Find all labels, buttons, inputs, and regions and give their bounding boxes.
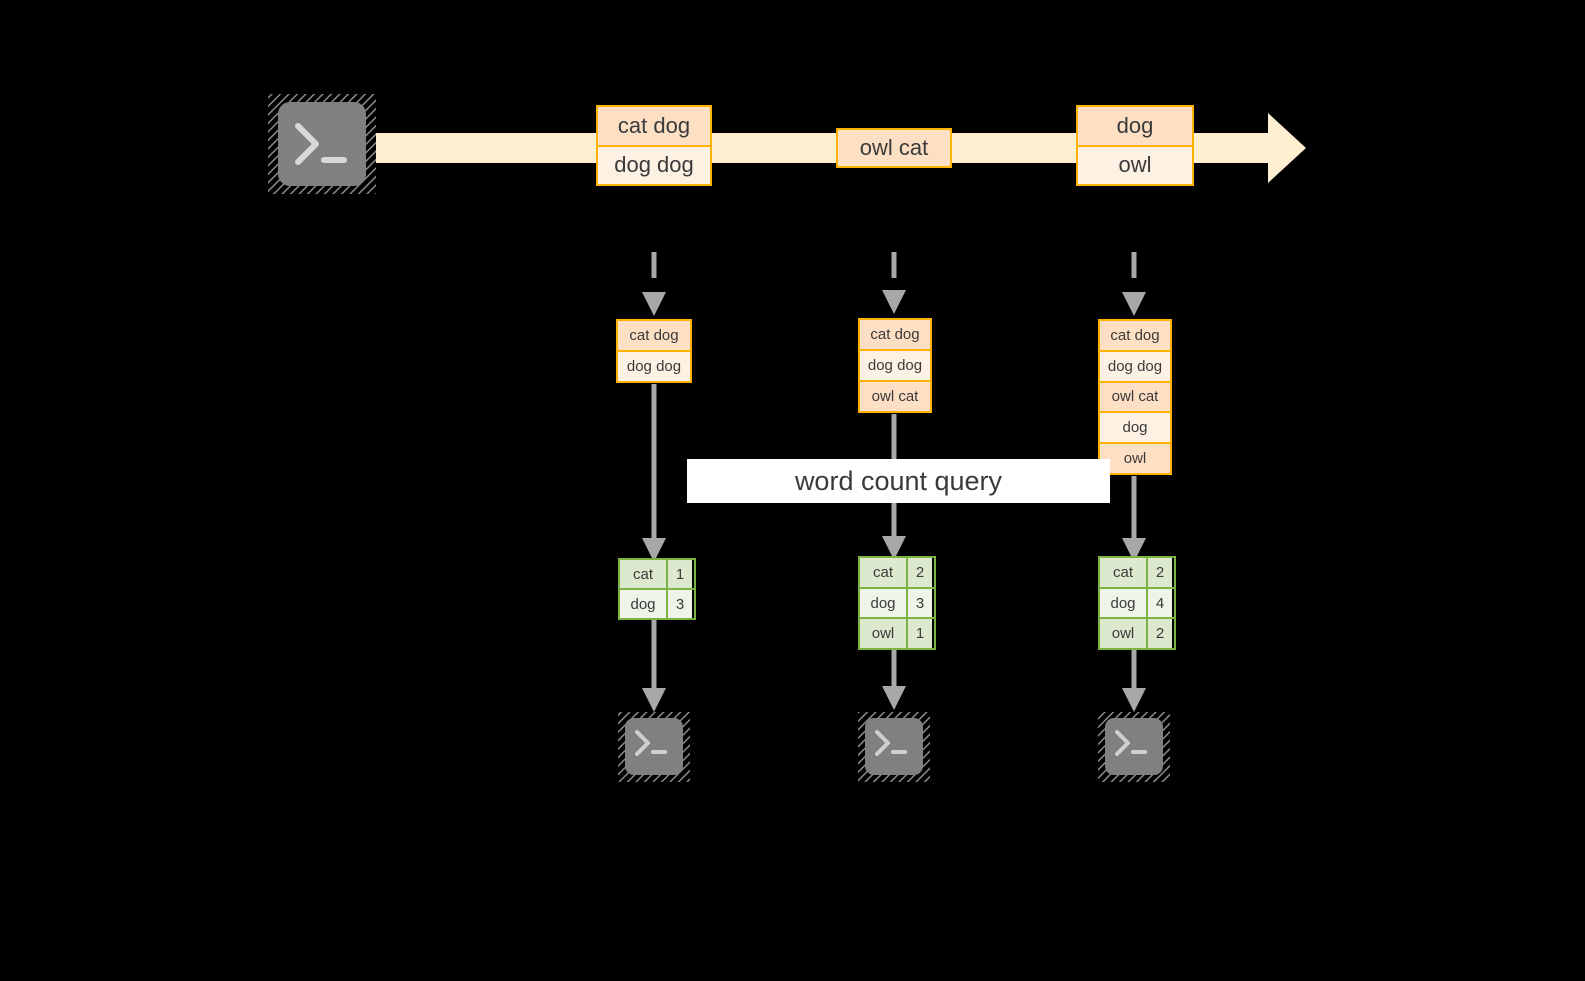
result-1-count-1: 1: [666, 560, 692, 588]
stream-message-2-line-1: owl cat: [838, 130, 950, 166]
result-2-word-1: cat: [860, 558, 906, 587]
word-count-result-2[interactable]: cat 2 dog 3 owl 1: [858, 556, 936, 650]
word-count-result-3[interactable]: cat 2 dog 4 owl 2: [1098, 556, 1176, 650]
stream-message-3-line-2: owl: [1078, 144, 1192, 184]
stream-message-3[interactable]: dog owl: [1076, 105, 1194, 186]
result-2-word-2: dog: [860, 588, 906, 618]
table-row: dog 4: [1100, 586, 1174, 618]
snapshot-2-line-1: cat dog: [860, 320, 930, 349]
snapshot-3[interactable]: cat dog dog dog owl cat dog owl: [1098, 319, 1172, 475]
table-row: owl 2: [1100, 617, 1174, 649]
table-row: cat 2: [860, 558, 934, 587]
result-3-word-2: dog: [1100, 588, 1146, 618]
stream-to-state-arrowheads: [642, 290, 1146, 316]
snapshot-3-line-1: cat dog: [1100, 321, 1170, 350]
stream-message-2[interactable]: owl cat: [836, 128, 952, 168]
result-3-count-1: 2: [1146, 558, 1172, 587]
table-row: dog 3: [860, 586, 934, 618]
snapshot-3-line-4: dog: [1100, 411, 1170, 443]
stream-message-1-line-2: dog dog: [598, 144, 710, 184]
snapshot-2-line-2: dog dog: [860, 349, 930, 380]
word-count-result-1[interactable]: cat 1 dog 3: [618, 558, 696, 620]
snapshot-1-line-1: cat dog: [618, 321, 690, 350]
stream-message-3-line-1: dog: [1078, 107, 1192, 145]
snapshot-3-line-3: owl cat: [1100, 380, 1170, 412]
sink-terminal-icon-3[interactable]: [1098, 712, 1170, 782]
result-3-count-2: 4: [1146, 588, 1172, 618]
snapshot-1-line-2: dog dog: [618, 350, 690, 381]
result-1-count-2: 3: [666, 590, 692, 618]
event-stream-arrow: [365, 113, 1306, 183]
result-3-word-1: cat: [1100, 558, 1146, 587]
result-3-word-3: owl: [1100, 619, 1146, 649]
result-2-word-3: owl: [860, 619, 906, 649]
snapshot-1[interactable]: cat dog dog dog: [616, 319, 692, 383]
table-row: dog 3: [620, 588, 694, 618]
result-3-count-3: 2: [1146, 619, 1172, 649]
result-1-word-1: cat: [620, 560, 666, 588]
snapshot-3-line-5: owl: [1100, 442, 1170, 473]
snapshot-2-line-3: owl cat: [860, 380, 930, 411]
table-row: owl 1: [860, 617, 934, 649]
stream-to-state-arrows: [651, 252, 1137, 290]
result-to-sink-arrowheads: [642, 686, 1146, 712]
stream-message-1[interactable]: cat dog dog dog: [596, 105, 712, 186]
result-to-sink-arrows: [651, 620, 1137, 690]
word-count-query-text: word count query: [794, 465, 1003, 496]
table-row: cat 1: [620, 560, 694, 588]
result-2-count-1: 2: [906, 558, 932, 587]
result-2-count-2: 3: [906, 588, 932, 618]
snapshot-3-line-2: dog dog: [1100, 349, 1170, 381]
sink-terminal-icon-1[interactable]: [618, 712, 690, 782]
word-count-query-label: word count query: [687, 459, 1110, 503]
source-terminal-icon[interactable]: [268, 94, 376, 194]
table-row: cat 2: [1100, 558, 1174, 587]
snapshot-2[interactable]: cat dog dog dog owl cat: [858, 318, 932, 413]
result-1-word-2: dog: [620, 590, 666, 618]
result-2-count-3: 1: [906, 619, 932, 649]
state-to-result-arrowheads: [642, 536, 1146, 562]
sink-terminal-icon-2[interactable]: [858, 712, 930, 782]
stream-message-1-line-1: cat dog: [598, 107, 710, 145]
